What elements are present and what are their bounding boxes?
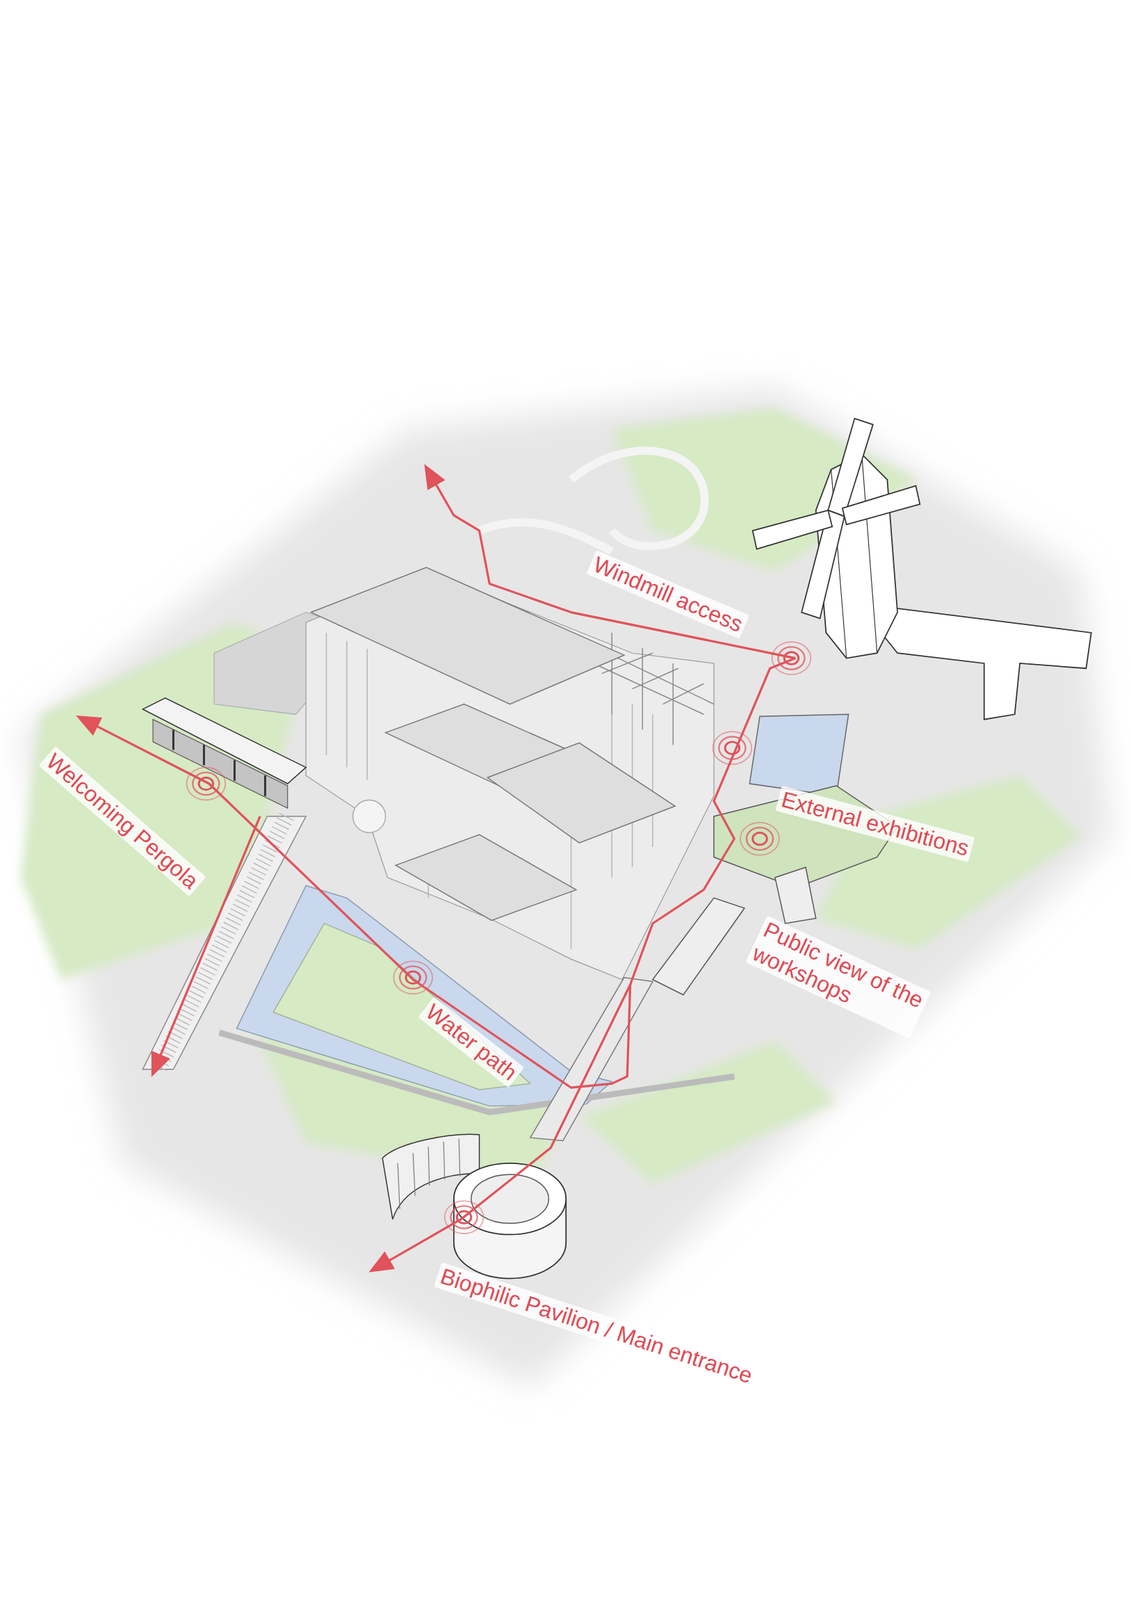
wall-fins (397, 1138, 460, 1209)
pergola-roof (142, 697, 306, 784)
route-label: Public view of the workshops (745, 915, 932, 1039)
ramp (530, 977, 653, 1141)
roof (487, 742, 675, 843)
mill-sail (842, 485, 920, 525)
windmill (752, 418, 1092, 720)
route-label: Biophilic Pavilion / Main entrance (433, 1262, 759, 1390)
route-label: Welcoming Pergola (38, 745, 207, 897)
roof (395, 834, 577, 920)
site-shadow (20, 387, 1112, 1388)
pool (749, 713, 849, 796)
footpath (479, 522, 613, 551)
ground (20, 387, 1112, 1388)
ring (712, 731, 752, 764)
ring (740, 822, 780, 856)
water-route (79, 717, 630, 1088)
windmill-route (426, 467, 796, 658)
ring (444, 1200, 484, 1234)
lawn (581, 1040, 837, 1184)
main-route (371, 658, 796, 1271)
ring (393, 960, 433, 994)
route-label: External exhibitions (775, 785, 975, 862)
footpath (571, 450, 705, 546)
ring (186, 767, 226, 801)
roof (310, 567, 624, 705)
route-label: Water path (417, 996, 525, 1088)
pavilion-roof (453, 1162, 566, 1235)
pergola-and-stair (142, 697, 306, 1070)
focus-rings (186, 641, 811, 1234)
route-label: Windmill access (586, 550, 751, 639)
mill-sail (752, 510, 833, 550)
ring (772, 641, 812, 675)
tree (353, 800, 386, 833)
structure (775, 866, 817, 924)
lawn (273, 923, 531, 1090)
mill-building (877, 606, 1092, 719)
steps (652, 897, 745, 995)
